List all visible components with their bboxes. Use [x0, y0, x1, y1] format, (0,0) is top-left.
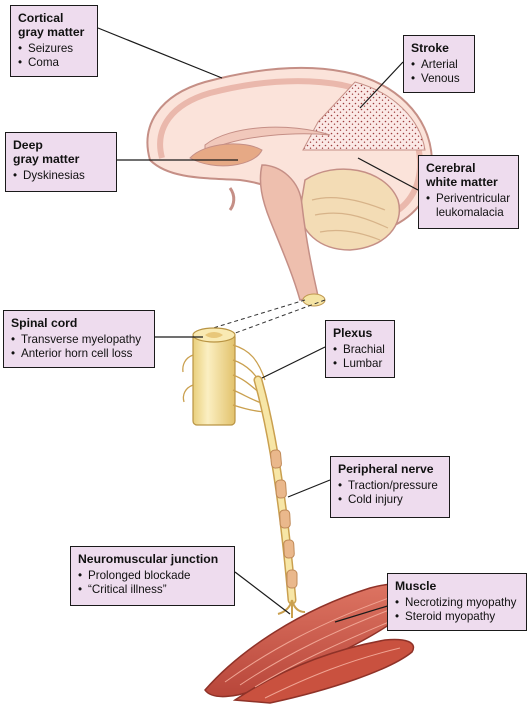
label-item: Coma: [18, 56, 90, 70]
brain: [146, 66, 434, 307]
label-item: Cold injury: [338, 493, 442, 507]
label-item: Periventricular leukomalacia: [426, 192, 511, 220]
label-title: Deep gray matter: [13, 138, 80, 166]
label-item: Arterial: [411, 58, 467, 72]
label-item: Lumbar: [333, 357, 387, 371]
leader-lines: [76, 27, 419, 623]
cerebellum: [299, 168, 401, 251]
label-title: Stroke: [411, 41, 449, 55]
label-cerebral-white-matter: Cerebral white matter Periventricular le…: [418, 155, 519, 229]
label-muscle: Muscle Necrotizing myopathy Steroid myop…: [387, 573, 527, 631]
label-item: Traction/pressure: [338, 479, 442, 493]
label-title: Muscle: [395, 579, 437, 593]
label-deep-gray-matter: Deep gray matter Dyskinesias: [5, 132, 117, 192]
label-item: Steroid myopathy: [395, 610, 519, 624]
label-item: Transverse myelopathy: [11, 333, 147, 347]
peripheral-nerve: [253, 375, 306, 618]
label-neuromuscular-junction: Neuromuscular junction Prolonged blockad…: [70, 546, 235, 606]
label-item: Prolonged blockade: [78, 569, 227, 583]
cord-cross-section-top: [302, 293, 326, 307]
label-peripheral-nerve: Peripheral nerve Traction/pressure Cold …: [330, 456, 450, 518]
label-cortical-gray-matter: Cortical gray matter Seizures Coma: [10, 5, 98, 77]
label-spinal-cord: Spinal cord Transverse myelopathy Anteri…: [3, 310, 155, 368]
label-title: Spinal cord: [11, 316, 78, 330]
label-item: Venous: [411, 72, 467, 86]
label-title: Peripheral nerve: [338, 462, 434, 476]
corpus-callosum: [204, 126, 331, 153]
label-plexus: Plexus Brachial Lumbar: [325, 320, 395, 378]
label-item: “Critical illness”: [78, 583, 227, 597]
label-title: Cortical gray matter: [18, 11, 85, 39]
label-item: Necrotizing myopathy: [395, 596, 519, 610]
label-stroke: Stroke Arterial Venous: [403, 35, 475, 93]
label-item: Seizures: [18, 42, 90, 56]
label-item: Brachial: [333, 343, 387, 357]
label-item: Anterior horn cell loss: [11, 347, 147, 361]
label-item: Dyskinesias: [13, 169, 109, 183]
spinal-cord-segment: [192, 327, 236, 426]
label-title: Cerebral white matter: [426, 161, 498, 189]
label-title: Neuromuscular junction: [78, 552, 219, 566]
stroke-region: [302, 81, 426, 151]
label-title: Plexus: [333, 326, 373, 340]
